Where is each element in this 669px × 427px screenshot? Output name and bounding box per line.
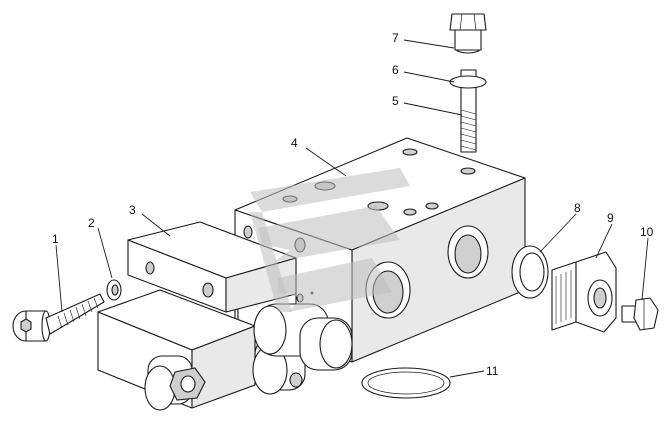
callout-2: 2	[88, 216, 95, 230]
callout-7: 7	[392, 31, 399, 45]
callout-labels: 1 2 3 4 5 6 7 8 9 10 11	[52, 31, 654, 378]
callout-10: 10	[640, 225, 654, 239]
callout-4: 4	[291, 136, 298, 150]
callout-1: 1	[52, 232, 59, 246]
part-8-seal-ring	[511, 245, 549, 299]
part-5-7-bolt	[449, 13, 487, 153]
callout-3: 3	[129, 203, 136, 217]
part-11-o-ring	[361, 367, 451, 399]
watermark-logo-icon	[250, 168, 410, 312]
callout-8: 8	[574, 201, 581, 215]
callout-5: 5	[392, 94, 399, 108]
solenoid-housing	[97, 289, 353, 411]
leader-lines	[55, 39, 649, 378]
part-9-fitting	[551, 251, 617, 333]
part-2-washer	[106, 279, 122, 301]
callout-11: 11	[486, 364, 499, 378]
part-10-plug	[621, 297, 659, 331]
callout-9: 9	[607, 211, 614, 225]
part-1-screw	[12, 293, 105, 342]
callout-6: 6	[392, 63, 399, 77]
